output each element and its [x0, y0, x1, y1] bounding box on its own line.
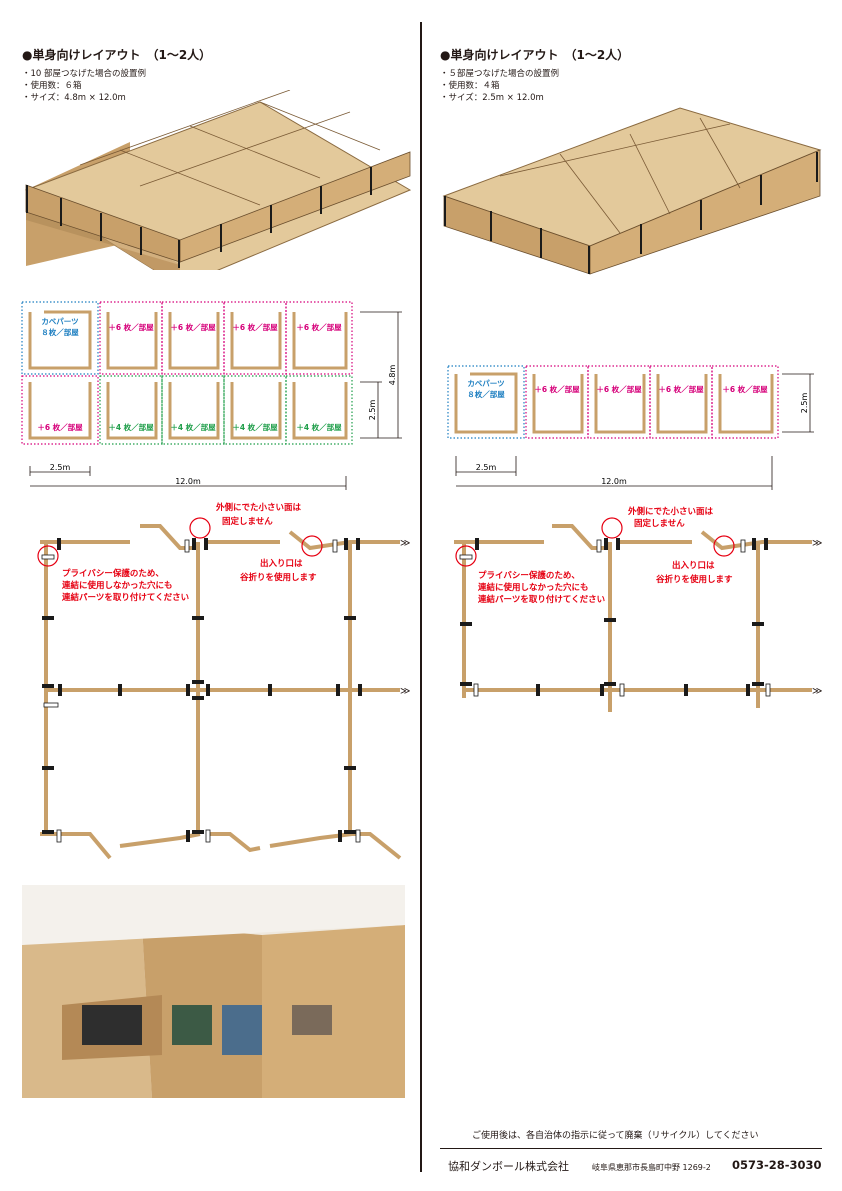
grid-label-cover-1: カベパーツ — [467, 378, 504, 388]
grid-cell — [223, 301, 287, 375]
grid-cell — [161, 375, 225, 445]
dim-cell-height: 2.5m — [800, 393, 809, 414]
footer-rule — [440, 1148, 822, 1149]
annotation-entrance-1: 出入り口は — [672, 560, 715, 571]
shelter-photo-illustration — [22, 885, 405, 1098]
grid-label-bottom: ＋4 枚／部屋 — [232, 422, 278, 432]
right-detail-plan: ≫ ≫ 外側にでた小さい面は 固定しません 出入り口は 谷折りを使用します プライ… — [454, 506, 822, 712]
grid-label-top: ＋6 枚／部屋 — [108, 322, 154, 332]
right-floor-grid: カベパーツ ８枚／部屋 ＋6 枚／部屋 ＋6 枚／部屋 ＋6 枚／部屋 ＋6 枚… — [447, 365, 814, 490]
grid-label-bottom-first: ＋6 枚／部屋 — [37, 422, 83, 432]
annotation-privacy-1: プライバシー保護のため、 — [62, 568, 164, 579]
annotation-privacy-1: プライバシー保護のため、 — [478, 570, 580, 581]
grid-label-cover-1: カベパーツ — [41, 316, 78, 326]
grid-cell — [285, 375, 353, 445]
grid-cell — [711, 365, 779, 439]
company-name: 協和ダンボール株式会社 — [448, 1160, 569, 1173]
grid-label-top: ＋6 枚／部屋 — [232, 322, 278, 332]
right-specs: ・５部屋つなげた場合の設置例 ・使用数：４箱 ・サイズ：2.5m × 12.0m — [440, 68, 559, 104]
annotation-outer-2: 固定しません — [634, 518, 685, 529]
svg-text:≫: ≫ — [812, 538, 822, 549]
svg-text:≫: ≫ — [400, 686, 410, 697]
column-divider — [420, 22, 422, 1172]
disposal-note: ご使用後は、各自治体の指示に従って廃棄（リサイクル）してください — [472, 1131, 759, 1141]
grid-cell — [649, 365, 713, 439]
right-spec-line: ・サイズ：2.5m × 12.0m — [440, 93, 544, 103]
left-detail-plan: ≫ ≫ 外側にでた小さい面は 固定しません 出入り口は 谷折りを使用します プライ… — [37, 502, 410, 860]
dim-total-height: 4.8m — [388, 365, 397, 386]
grid-label-top: ＋6 枚／部屋 — [722, 384, 768, 394]
right-3d-illustration — [442, 107, 822, 275]
left-heading: ●単身向けレイアウト （1～2人） — [22, 48, 212, 62]
annotation-outer-2: 固定しません — [222, 516, 273, 527]
grid-label-bottom: ＋4 枚／部屋 — [170, 422, 216, 432]
annotation-entrance-2: 谷折りを使用します — [239, 572, 317, 583]
annotation-outer-1: 外側にでた小さい面は — [215, 502, 302, 513]
grid-cell — [21, 375, 99, 445]
company-phone: 0573-28-3030 — [732, 1158, 822, 1172]
grid-cell-cover — [21, 301, 99, 375]
grid-label-cover-2: ８枚／部屋 — [41, 327, 79, 337]
annotation-privacy-3: 連結パーツを取り付けてください — [62, 592, 189, 603]
dim-total-width: 12.0m — [601, 477, 627, 486]
grid-label-bottom: ＋4 枚／部屋 — [296, 422, 342, 432]
annotation-outer-1: 外側にでた小さい面は — [627, 506, 714, 517]
grid-label-cover-2: ８枚／部屋 — [467, 389, 505, 399]
svg-text:≫: ≫ — [400, 538, 410, 549]
grid-label-bottom: ＋4 枚／部屋 — [108, 422, 154, 432]
left-spec-line: ・使用数：６箱 — [22, 81, 82, 91]
annotation-privacy-2: 連結に使用しなかった穴にも — [62, 580, 173, 591]
annotation-privacy-2: 連結に使用しなかった穴にも — [478, 582, 589, 593]
grid-label-top: ＋6 枚／部屋 — [296, 322, 342, 332]
grid-label-top: ＋6 枚／部屋 — [534, 384, 580, 394]
dim-total-width: 12.0m — [175, 477, 201, 486]
right-heading: ●単身向けレイアウト （1～2人） — [440, 48, 630, 62]
left-specs: ・10 部屋つなげた場合の設置例 ・使用数：６箱 ・サイズ：4.8m × 12.… — [22, 68, 146, 104]
dim-cell-height: 2.5m — [368, 400, 377, 421]
right-spec-line: ・５部屋つなげた場合の設置例 — [440, 69, 560, 79]
shelter-photo — [22, 885, 405, 1098]
annotation-entrance-1: 出入り口は — [260, 558, 303, 569]
left-spec-line: ・サイズ：4.8m × 12.0m — [22, 93, 126, 103]
company-address: 岐阜県恵那市長島町中野 1269-2 — [592, 1163, 711, 1172]
grid-label-top: ＋6 枚／部屋 — [658, 384, 704, 394]
left-floor-grid: カベパーツ ８枚／部屋 ＋6 枚／部屋 ＋6 枚／部屋 ＋6 枚／部屋 ＋6 枚… — [21, 301, 402, 490]
dim-cell-width: 2.5m — [476, 463, 497, 472]
dim-cell-width: 2.5m — [50, 463, 71, 472]
left-spec-line: ・10 部屋つなげた場合の設置例 — [22, 69, 147, 79]
left-3d-illustration — [24, 90, 412, 270]
annotation-privacy-3: 連結パーツを取り付けてください — [478, 594, 605, 605]
grid-cell — [223, 375, 287, 445]
annotation-entrance-2: 谷折りを使用します — [655, 574, 733, 585]
grid-label-top: ＋6 枚／部屋 — [596, 384, 642, 394]
right-spec-line: ・使用数：４箱 — [440, 81, 500, 91]
svg-text:≫: ≫ — [812, 686, 822, 697]
grid-cell — [99, 375, 163, 445]
grid-cell — [285, 301, 353, 375]
grid-label-top: ＋6 枚／部屋 — [170, 322, 216, 332]
grid-cell-cover — [447, 365, 525, 439]
